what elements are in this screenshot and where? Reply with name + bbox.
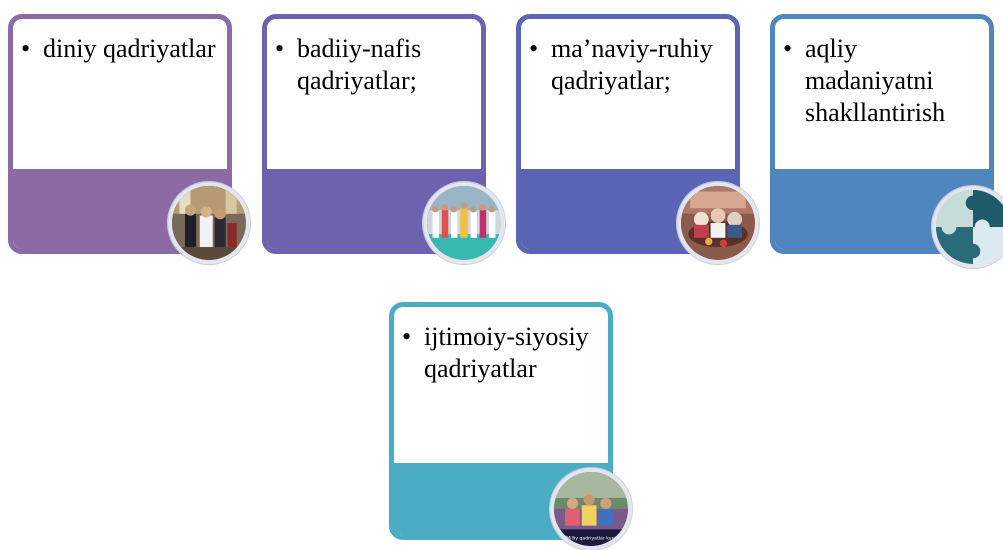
image-caption: Milliy qadriyatlar kuni (566, 536, 616, 542)
card-manaviy-ruhiy-qadriyatlar: ma’naviy-ruhiy qadriyatlar; (516, 14, 740, 254)
card-text: badiiy-nafis qadriyatlar; (267, 19, 481, 97)
card-text: aqliy madaniyatni shakllantirish (775, 19, 989, 129)
national-values-event-photo: Milliy qadriyatlar kuni (550, 468, 632, 550)
religious-ceremony-photo (168, 182, 250, 264)
folk-dancers-photo (423, 182, 505, 264)
card-text: diniy qadriyatlar (13, 19, 227, 65)
card-text: ijtimoiy-siyosiy qadriyatlar (394, 307, 608, 385)
puzzle-pieces-image (932, 186, 1003, 268)
traditional-gathering-photo (677, 182, 759, 264)
card-aqliy-madaniyatni-shakllantirish: aqliy madaniyatni shakllantirish (770, 14, 994, 254)
card-text: ma’naviy-ruhiy qadriyatlar; (521, 19, 735, 97)
